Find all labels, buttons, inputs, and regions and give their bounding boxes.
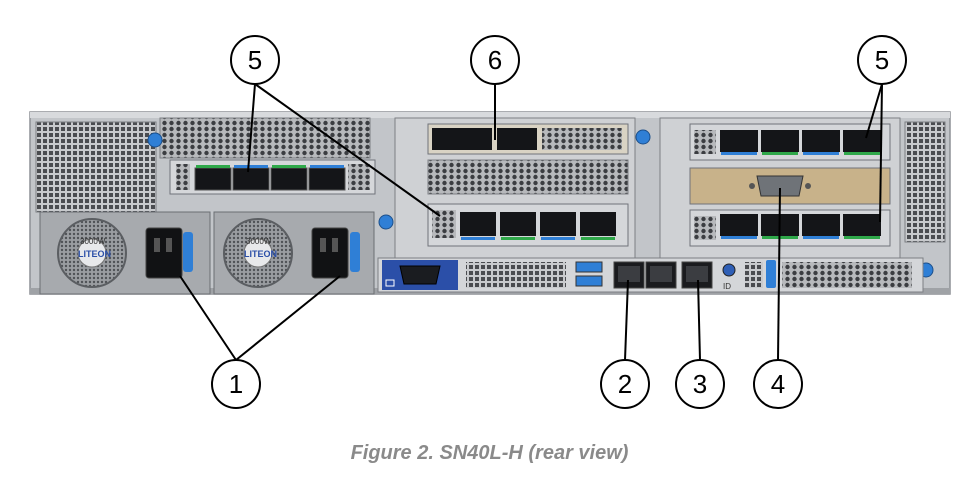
power-supply-1: LITEON 3000W <box>39 211 211 295</box>
svg-text:4: 4 <box>771 369 785 399</box>
vga-port <box>382 260 458 290</box>
server-rear-view-diagram: LITEON 3000W LITEON 3000W <box>29 35 951 409</box>
nic-card-right-top <box>689 123 891 161</box>
callout-4: 4 <box>753 359 803 409</box>
leader-lines <box>179 83 883 361</box>
serial-port-card <box>689 167 891 205</box>
svg-text:6: 6 <box>488 45 502 75</box>
callout-1: 1 <box>211 359 261 409</box>
svg-text:2: 2 <box>618 369 632 399</box>
usb-ports <box>575 261 603 287</box>
nic-card-center-bottom <box>427 203 629 247</box>
psu-1-brand: LITEON <box>78 249 111 259</box>
svg-text:5: 5 <box>875 45 889 75</box>
callout-5-left: 5 <box>230 35 280 85</box>
callout-6: 6 <box>470 35 520 85</box>
qsfp-ports-left <box>194 165 346 191</box>
center-riser <box>394 117 636 259</box>
nic-card-center-top <box>427 123 629 155</box>
thumbscrew-icon[interactable] <box>378 214 394 230</box>
nic-card-right-bottom <box>689 209 891 247</box>
psu-1-release-latch[interactable] <box>183 232 193 272</box>
id-label: ID <box>723 282 731 291</box>
io-panel: ID <box>377 257 924 293</box>
power-inlet-1 <box>145 227 183 279</box>
psu-2-wattage: 3000W <box>246 237 272 246</box>
svg-text:3: 3 <box>693 369 707 399</box>
psu-2-release-latch[interactable] <box>350 232 360 272</box>
psu-1-wattage: 3000W <box>80 237 106 246</box>
svg-text:5: 5 <box>248 45 262 75</box>
id-button[interactable]: ID <box>722 263 736 291</box>
ethernet-ports-dual <box>613 261 677 289</box>
power-supply-2: LITEON 3000W <box>213 211 375 295</box>
thumbscrew-icon[interactable] <box>635 129 651 145</box>
svg-text:1: 1 <box>229 369 243 399</box>
callout-3: 3 <box>675 359 725 409</box>
management-ethernet-port <box>681 261 713 289</box>
callout-2: 2 <box>600 359 650 409</box>
nic-card-left <box>169 159 376 195</box>
thumbscrew-icon[interactable] <box>147 132 163 148</box>
monitor-icon <box>385 279 395 287</box>
io-latch[interactable] <box>766 260 776 288</box>
power-inlet-2 <box>311 227 349 279</box>
psu-2-brand: LITEON <box>244 249 277 259</box>
figure-caption: Figure 2. SN40L-H (rear view) <box>350 442 629 464</box>
serial-port-icon <box>756 175 804 197</box>
callout-5-right: 5 <box>857 35 907 85</box>
